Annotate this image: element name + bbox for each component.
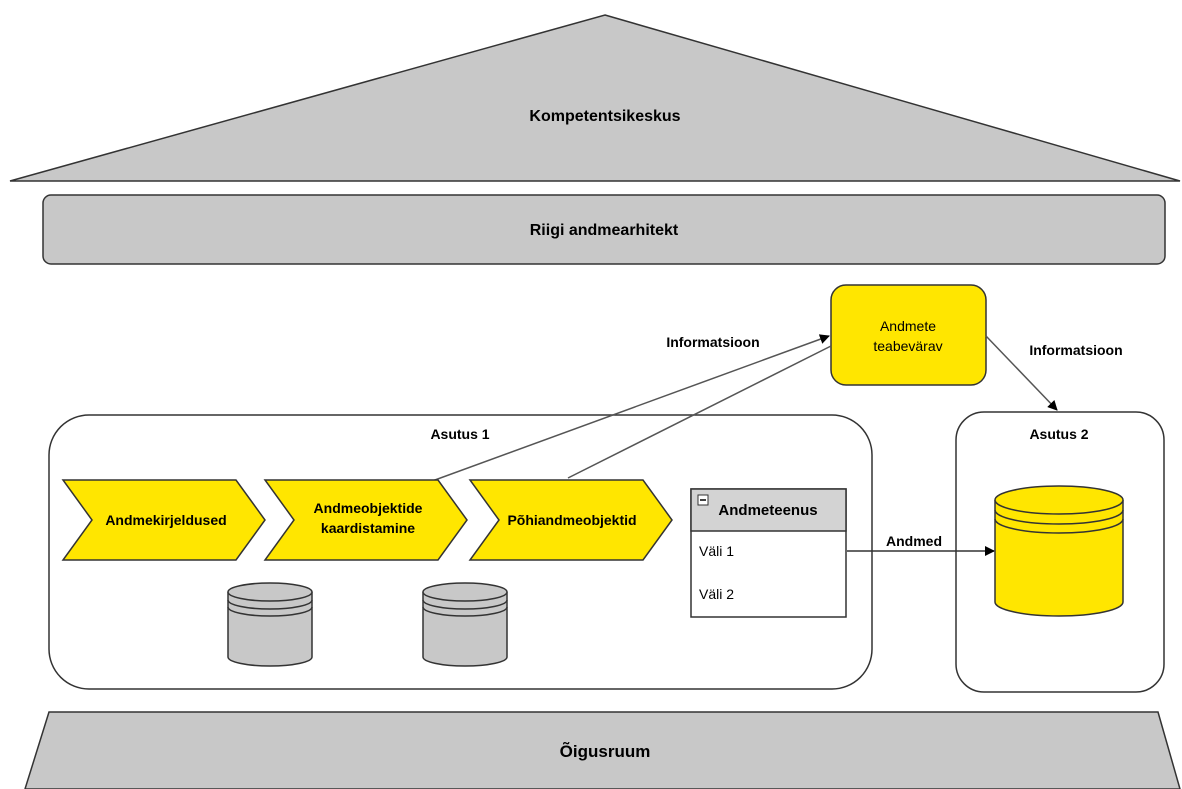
foundation-legal-space[interactable]: Õigusruum xyxy=(24,711,1181,789)
process-step-master-data-objects[interactable]: Põhiandmeobjektid xyxy=(468,479,673,561)
agency-1-title: Asutus 1 xyxy=(430,426,489,442)
process-step-data-descriptions[interactable]: Andmekirjeldused xyxy=(61,479,266,561)
service-table-title: Andmeteenus xyxy=(718,502,817,519)
database-icon xyxy=(227,582,313,667)
info-out-label: Informatsioon xyxy=(1029,342,1122,358)
database-icon xyxy=(994,485,1124,617)
arrow-step2-to-gateway xyxy=(412,334,830,489)
process-step-data-object-mapping[interactable]: Andmeobjektide kaardistamine xyxy=(263,479,468,561)
info-in-label: Informatsioon xyxy=(666,334,759,350)
step-2-label-line1: Andmeobjektide xyxy=(314,500,423,516)
agency-2-title: Asutus 2 xyxy=(1029,426,1088,442)
gateway-label-line2: teabevärav xyxy=(873,338,942,354)
service-field-1: Väli 1 xyxy=(699,543,734,559)
step-1-label: Andmekirjeldused xyxy=(105,512,226,528)
service-field-2: Väli 2 xyxy=(699,586,734,602)
architect-bar-label: Riigi andmearhitekt xyxy=(530,222,679,239)
data-arrow-label: Andmed xyxy=(886,533,942,549)
step-3-label: Põhiandmeobjektid xyxy=(507,512,636,528)
information-flow-arrows xyxy=(412,334,1058,556)
data-gateway[interactable]: Andmete teabevärav xyxy=(830,284,987,386)
database-icon xyxy=(422,582,508,667)
state-data-architect-bar[interactable]: Riigi andmearhitekt xyxy=(42,194,1166,265)
collapse-toggle[interactable] xyxy=(697,494,709,506)
foundation-label: Õigusruum xyxy=(560,741,651,761)
roof-label: Kompetentsikeskus xyxy=(529,108,680,125)
roof-competence-center[interactable]: Kompetentsikeskus xyxy=(9,14,1181,182)
arrow-step3-to-gateway xyxy=(567,345,832,479)
gateway-label-line1: Andmete xyxy=(880,318,936,334)
step-2-label-line2: kaardistamine xyxy=(321,520,415,536)
data-service-table[interactable]: Andmeteenus Väli 1 Väli 2 xyxy=(690,488,847,618)
arrow-gateway-to-agency2 xyxy=(985,335,1058,411)
